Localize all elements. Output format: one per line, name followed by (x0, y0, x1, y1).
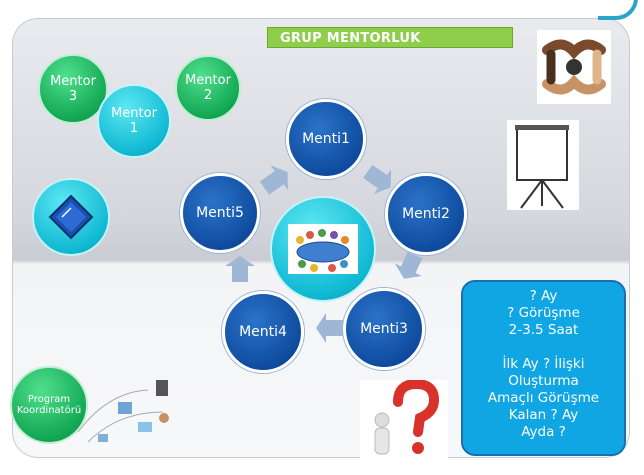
slide-title: GRUP MENTORLUK (267, 27, 513, 48)
menti4-label: Menti4 (239, 323, 287, 340)
coordinator-label-2: Koordinatörü (16, 405, 82, 416)
menti1-bubble: Menti1 (286, 99, 366, 179)
info-line: Amaçlı Görüşme (487, 390, 600, 406)
mentor-2-label: Mentor (185, 73, 231, 88)
menti1-label: Menti1 (302, 130, 350, 147)
menti2-bubble: Menti2 (385, 173, 467, 255)
arrow-menti2-menti3 (394, 251, 423, 279)
arrow-menti4-menti5 (225, 256, 255, 282)
menti3-bubble: Menti3 (343, 288, 425, 370)
mentor-2-number: 2 (203, 88, 213, 103)
arrow-menti3-menti4 (316, 313, 344, 343)
mentor-1-number: 1 (129, 121, 139, 136)
info-box: ? Ay ? Görüşme 2-3.5 Saat İlk Ay ? İlişk… (461, 280, 626, 456)
arrow-menti1-menti2 (363, 164, 392, 195)
menti3-label: Menti3 (360, 320, 408, 337)
menti5-bubble: Menti5 (180, 173, 260, 253)
mentor-1-label: Mentor (111, 106, 157, 121)
info-line (463, 339, 624, 356)
menti2-label: Menti2 (402, 205, 450, 222)
menti5-label: Menti5 (196, 204, 244, 221)
info-line: ? Görüşme (507, 305, 580, 321)
info-line: İlk Ay ? İlişki (502, 356, 585, 372)
info-line: 2-3.5 Saat (508, 322, 579, 338)
arrow-menti5-menti1 (259, 165, 288, 195)
mentor-3-label: Mentor (50, 74, 96, 89)
handshake-hands-icon (537, 30, 611, 104)
question-person-icon (360, 380, 448, 458)
info-line: Ayda ? (521, 424, 566, 440)
center-meeting-circle (270, 196, 376, 302)
book-circle (32, 178, 110, 256)
book-icon (48, 194, 94, 240)
coordinator-label-1: Program (27, 394, 71, 405)
info-line: Oluşturma (508, 373, 579, 389)
menti4-bubble: Menti4 (222, 291, 304, 373)
meeting-table-icon (288, 224, 358, 274)
info-line: Kalan ? Ay (508, 407, 579, 423)
info-line: ? Ay (529, 288, 558, 304)
coordinator-diagram-icon (77, 380, 169, 443)
flipchart-icon (507, 120, 579, 210)
mentor-3-number: 3 (68, 89, 78, 104)
